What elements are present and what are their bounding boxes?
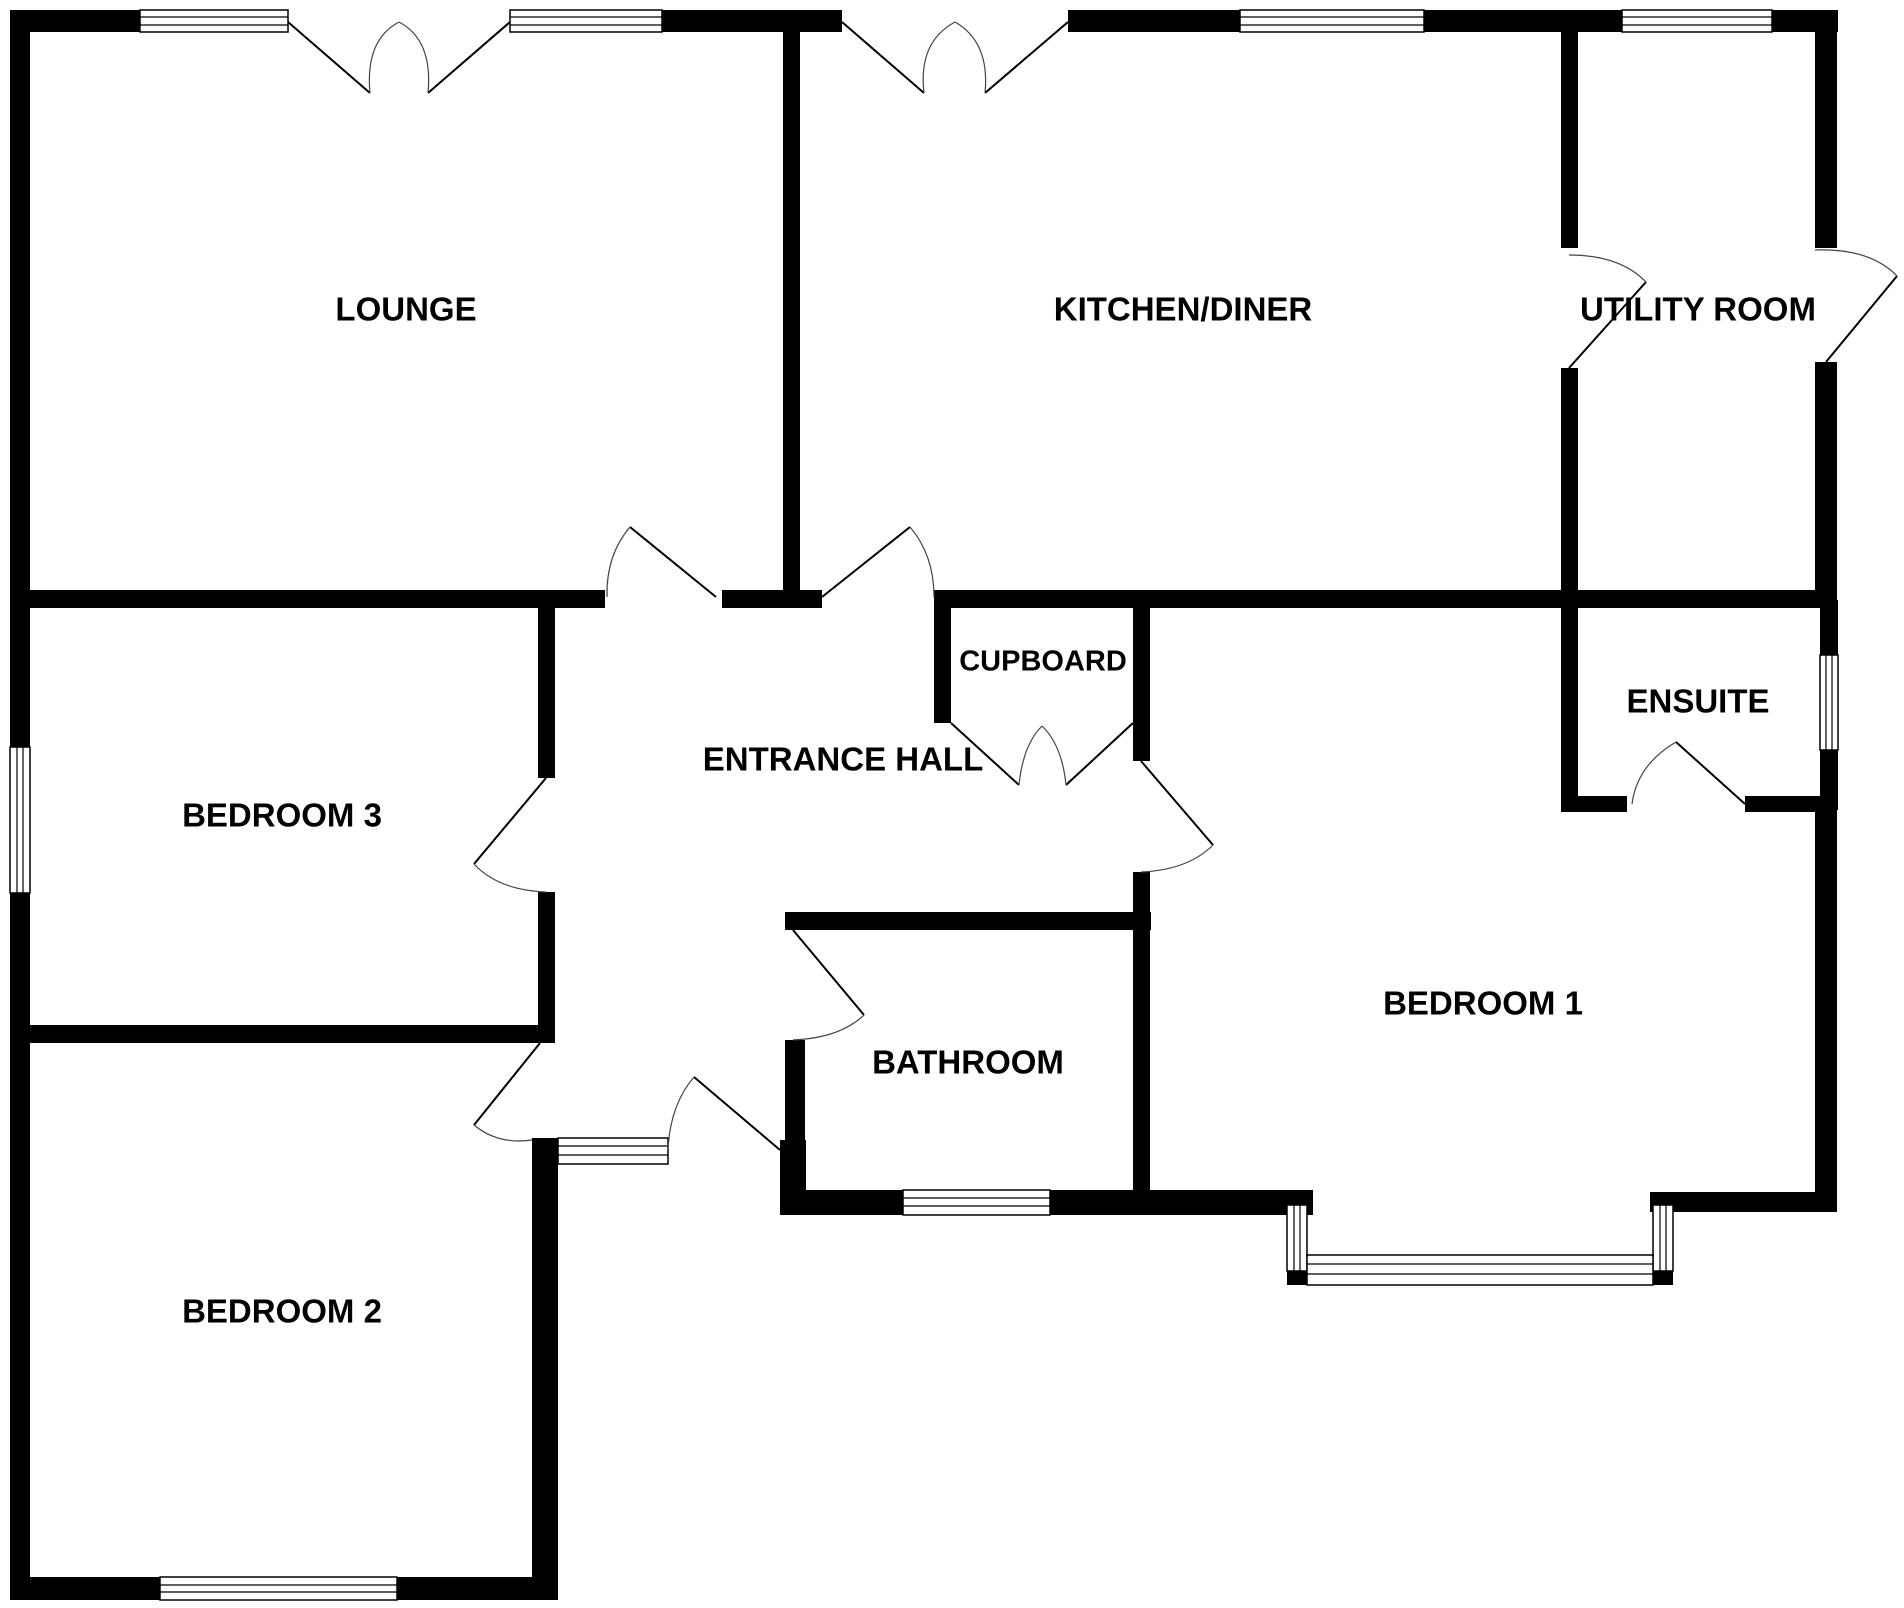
window-lounge-right (509, 9, 663, 33)
window-bedroom2 (159, 1576, 398, 1601)
wall-right-1 (1815, 10, 1837, 248)
wall-cupboard-right (1133, 604, 1150, 761)
label-kitchen-diner: KITCHEN/DINER (1054, 291, 1313, 328)
wall-bedroom2-right (532, 1138, 558, 1600)
wall-right-5 (1815, 810, 1837, 1212)
wall-top-1 (10, 10, 140, 32)
wall-right-2 (1815, 362, 1837, 607)
door-lounge-french (287, 21, 511, 94)
wall-top-3 (1068, 10, 1240, 32)
wall-top-4 (1424, 10, 1622, 32)
wall-bottom-bedroom2-right (397, 1577, 557, 1600)
wall-kitchen-utility-top (1561, 30, 1578, 248)
window-bedroom1-bay (1286, 1204, 1674, 1286)
windows (9, 9, 1839, 1601)
wall-right-3 (1820, 600, 1838, 655)
label-cupboard: CUPBOARD (959, 646, 1127, 678)
door-bedroom1 (1140, 760, 1214, 873)
door-cupboard (950, 722, 1134, 786)
wall-kitchen-utility-bottom (1561, 368, 1578, 608)
wall-lounge-bedroom3 (10, 590, 605, 608)
label-lounge: LOUNGE (335, 291, 476, 328)
wall-top-2 (660, 10, 842, 32)
wall-bathroom-bedroom1-top (1133, 872, 1150, 930)
door-bedroom2 (473, 1042, 541, 1142)
door-kitchen-utility (1568, 254, 1647, 369)
window-kitchen (1239, 9, 1425, 33)
walls (10, 10, 1838, 1600)
label-utility-room: UTILITY ROOM (1580, 291, 1816, 328)
wall-kitchen-bedroom1 (936, 590, 1837, 608)
door-front-entrance (667, 1076, 781, 1151)
wall-bedroom1-bottom-right (1650, 1192, 1837, 1212)
label-bathroom: BATHROOM (872, 1044, 1064, 1081)
door-bedroom3 (473, 777, 547, 893)
wall-hall-top-mid (722, 590, 822, 608)
window-entrance-hall (557, 1137, 669, 1165)
wall-right-4 (1820, 750, 1838, 810)
window-ensuite (1819, 654, 1839, 751)
doors (287, 21, 1898, 1151)
door-bathroom (792, 929, 865, 1041)
door-utility-external (1814, 249, 1898, 363)
door-kitchen-french (841, 21, 1069, 94)
door-kitchen-hall (821, 526, 935, 598)
wall-lounge-kitchen (783, 30, 800, 605)
window-bedroom3 (9, 746, 31, 894)
wall-left-upper (10, 10, 30, 747)
room-labels: LOUNGE KITCHEN/DINER UTILITY ROOM CUPBOA… (182, 291, 1816, 1330)
wall-bathroom-bottom-2 (1050, 1190, 1313, 1215)
wall-bathroom-bedroom1 (1133, 925, 1150, 1215)
wall-bathroom-left-top (785, 912, 801, 928)
label-entrance-hall: ENTRANCE HALL (703, 741, 983, 778)
label-bedroom-2: BEDROOM 2 (182, 1293, 382, 1330)
label-bedroom-3: BEDROOM 3 (182, 797, 382, 834)
wall-ensuite-bottom-left (1561, 796, 1627, 812)
window-bathroom (902, 1189, 1051, 1216)
wall-cupboard-left (934, 590, 951, 723)
wall-ensuite-bottom-right (1745, 796, 1837, 812)
wall-bathroom-bottom-1 (780, 1190, 903, 1215)
wall-bedroom3-right-bottom (538, 892, 555, 1042)
wall-bedroom3-bedroom2 (10, 1025, 555, 1043)
window-lounge-left (139, 9, 289, 33)
wall-ensuite-left (1561, 600, 1578, 811)
wall-bottom-bedroom2-left (10, 1577, 160, 1600)
window-utility (1621, 9, 1773, 33)
label-bedroom-1: BEDROOM 1 (1383, 985, 1583, 1022)
wall-bedroom3-right-top (538, 604, 555, 778)
wall-bathroom-top (785, 912, 1151, 930)
label-ensuite: ENSUITE (1626, 683, 1769, 720)
door-lounge-hall (606, 526, 717, 598)
door-ensuite (1631, 741, 1746, 805)
wall-left-lower (10, 893, 30, 1600)
